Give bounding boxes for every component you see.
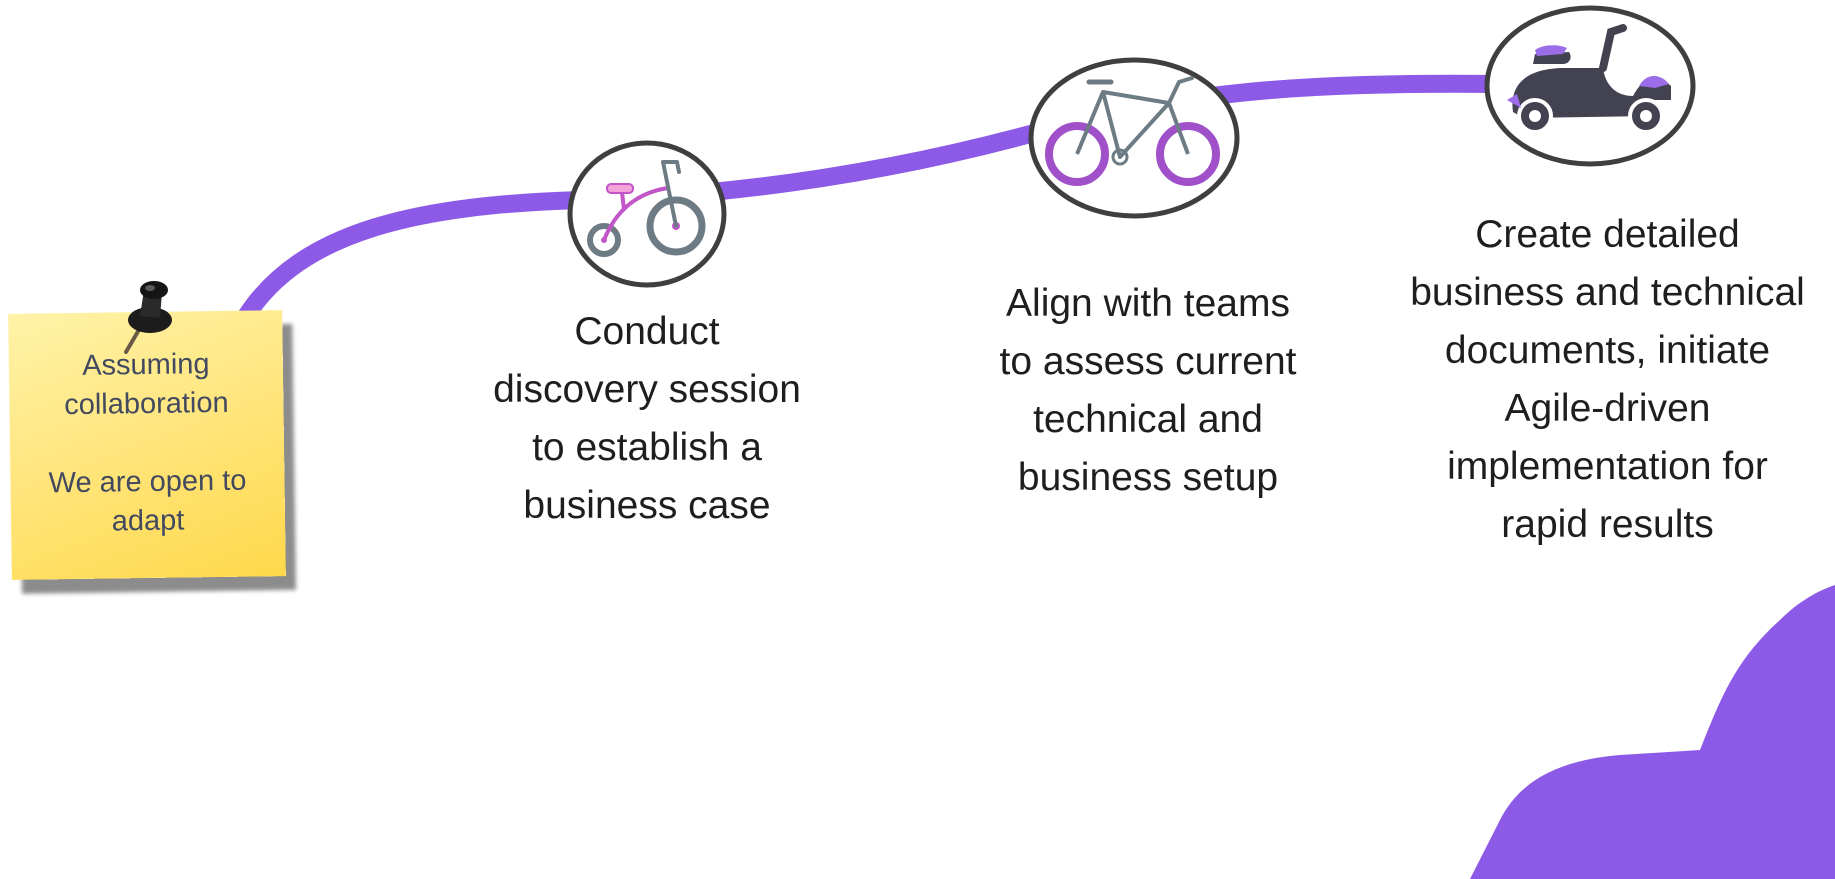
note-line: We are open to <box>48 464 247 500</box>
step-2-line: technical and <box>1033 398 1263 441</box>
pushpin-icon <box>124 281 172 354</box>
note-spacer <box>10 422 285 465</box>
step-2-line: business setup <box>1017 456 1279 499</box>
step-3-line: Agile-driven <box>1504 387 1711 430</box>
step-1-line: to establish a <box>532 426 762 469</box>
step-3-line: Create detailed <box>1475 213 1740 256</box>
step-1-line: discovery session <box>493 368 801 411</box>
bicycle-icon <box>1028 57 1240 219</box>
scooter-icon <box>1484 5 1696 167</box>
note-line: collaboration <box>63 386 229 422</box>
note-line: adapt <box>111 504 185 538</box>
step-3-line: implementation for <box>1447 445 1768 488</box>
step-2-text: Align with teams to assess current techn… <box>948 275 1348 507</box>
step-3-text: Create detailed business and technical d… <box>1380 206 1835 554</box>
tricycle-icon <box>567 140 727 288</box>
step-2-line: Align with teams <box>1006 282 1290 325</box>
step-1-text: Conduct discovery session to establish a… <box>447 303 847 535</box>
step-1-line: Conduct <box>574 310 720 353</box>
step-1-line: business case <box>523 484 771 527</box>
step-3-line: documents, initiate <box>1444 329 1771 372</box>
step-3-line: rapid results <box>1501 503 1714 546</box>
cloud-shape <box>1470 585 1835 879</box>
step-3-line: business and technical <box>1410 271 1805 314</box>
step-2-line: to assess current <box>999 340 1297 383</box>
sticky-note-text: Assuming collaboration We are open to ad… <box>9 344 286 543</box>
